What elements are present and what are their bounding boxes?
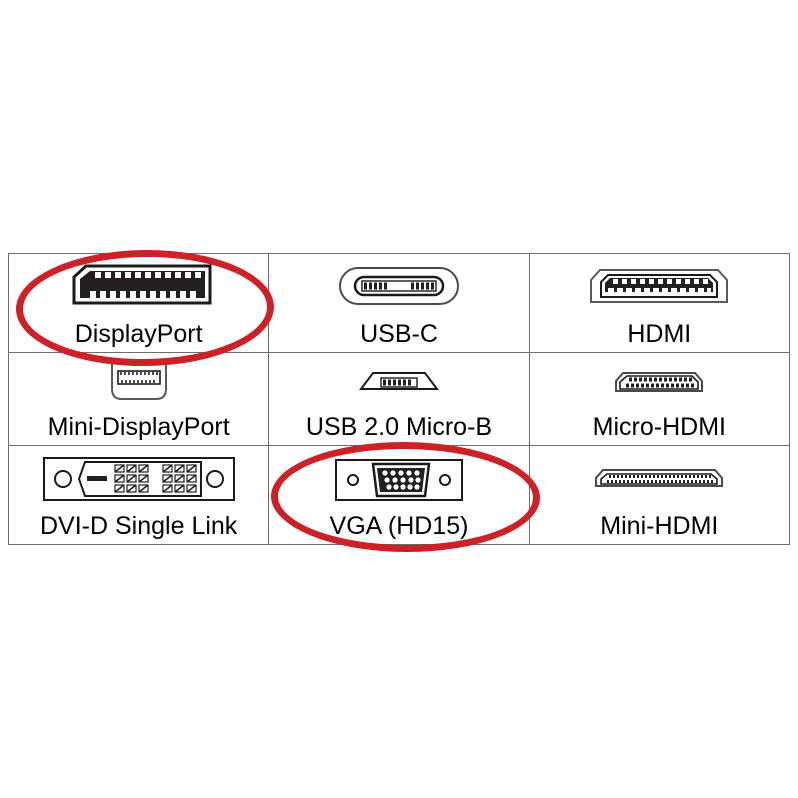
table-cell-hdmi[interactable]: HDMI	[528, 252, 791, 354]
connector-label: Mini-HDMI	[600, 511, 719, 540]
table-cell-mini-hdmi[interactable]: Mini-HDMI	[528, 444, 791, 546]
connector-table: DisplayPort	[7, 252, 791, 546]
connector-label: Micro-HDMI	[592, 413, 726, 442]
hdmi-connector-icon	[530, 262, 789, 310]
connector-label: VGA (HD15)	[329, 511, 469, 540]
table-row: DisplayPort	[7, 252, 791, 354]
table-cell-mini-displayport[interactable]: Mini-DisplayPort	[7, 352, 270, 446]
table-cell-micro-hdmi[interactable]: Micro-HDMI	[528, 352, 791, 446]
connector-label: DVI-D Single Link	[40, 511, 238, 540]
table-cell-usb-micro-b[interactable]: USB 2.0 Micro-B	[268, 352, 530, 446]
table-cell-displayport[interactable]: DisplayPort	[7, 252, 270, 354]
table-row: DVI-D Single Link	[7, 444, 791, 546]
table-cell-dvi-d[interactable]: DVI-D Single Link	[7, 444, 270, 546]
table-cell-usb-c[interactable]: USB-C	[268, 252, 530, 354]
table-row: Mini-DisplayPort	[7, 352, 791, 446]
connector-label: USB-C	[360, 320, 438, 348]
connector-label: USB 2.0 Micro-B	[305, 413, 493, 442]
usb-c-connector-icon	[269, 262, 528, 310]
connector-label: HDMI	[627, 320, 692, 348]
mini-displayport-connector-icon	[9, 361, 268, 405]
dvi-d-connector-icon	[9, 454, 268, 506]
vga-connector-icon	[269, 454, 528, 506]
connector-label: DisplayPort	[74, 320, 203, 348]
mini-hdmi-connector-icon	[530, 454, 789, 506]
usb-micro-b-connector-icon	[269, 361, 528, 405]
micro-hdmi-connector-icon	[530, 361, 789, 405]
table-cell-vga[interactable]: VGA (HD15)	[268, 444, 530, 546]
connector-label: Mini-DisplayPort	[47, 413, 230, 442]
displayport-connector-icon	[9, 262, 268, 310]
